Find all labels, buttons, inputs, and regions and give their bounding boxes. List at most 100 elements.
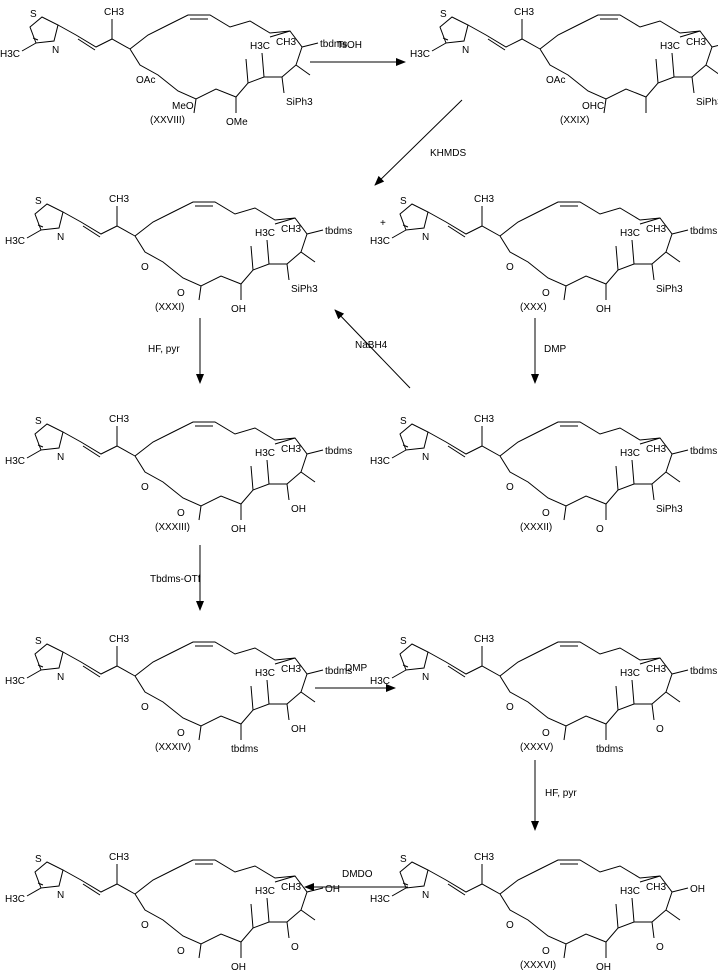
- atom-label-m2: CH3: [109, 852, 129, 863]
- atom-label-ch3a: CH3: [646, 664, 666, 675]
- atom-label-ch3a: CH3: [646, 224, 666, 235]
- atom-label-extra2: OH: [231, 524, 246, 535]
- atom-label-m2: CH3: [474, 852, 494, 863]
- atom-label-n: N: [57, 232, 64, 243]
- atom-label-s: S: [400, 636, 407, 647]
- atom-label-o1: OAc: [546, 75, 565, 86]
- atom-label-n: N: [57, 890, 64, 901]
- compound-label: (XXXV): [520, 742, 553, 753]
- compound-label: (XXIX): [560, 115, 589, 126]
- atom-label-m2: CH3: [474, 414, 494, 425]
- atom-label-n: N: [462, 45, 469, 56]
- reagent-nabh4: NaBH4: [355, 340, 388, 351]
- atom-label-o1: O: [141, 262, 149, 273]
- atom-label-s: S: [400, 416, 407, 427]
- reagent-khmds: KHMDS: [430, 148, 466, 159]
- molecule-skeleton: [26, 859, 324, 959]
- atom-label-ch3a: CH3: [281, 882, 301, 893]
- atom-label-o3: O: [656, 724, 664, 735]
- molecule-skeleton: [431, 14, 718, 114]
- atom-label-m2: CH3: [109, 634, 129, 645]
- atom-label-n: N: [422, 672, 429, 683]
- atom-label-s: S: [35, 636, 42, 647]
- reagent-tsoh: TsOH: [337, 40, 362, 51]
- atom-label-extra2: O: [596, 524, 604, 535]
- atom-label-h3c: H3C: [255, 886, 275, 897]
- atom-label-m2: CH3: [514, 7, 534, 18]
- molecule-skeleton: [26, 641, 324, 741]
- molecule-skeleton: [26, 421, 324, 521]
- atom-label-h3c: H3C: [255, 668, 275, 679]
- atom-label-ch3a: CH3: [276, 37, 296, 48]
- atom-label-m2: CH3: [109, 414, 129, 425]
- atom-label-o2: tbdms: [690, 226, 717, 237]
- molecule-skeleton: [391, 641, 689, 741]
- molecule-skeleton: [21, 14, 319, 114]
- atom-label-o2: tbdms: [325, 446, 352, 457]
- atom-label-extra2: OH: [596, 962, 611, 973]
- atom-label-o2: tbdms: [325, 226, 352, 237]
- atom-label-extra1: O: [542, 288, 550, 299]
- compound-label: (XXVIII): [150, 115, 185, 126]
- atom-label-s: S: [35, 854, 42, 865]
- molecule-skeleton: [391, 421, 689, 521]
- atom-label-h3c: H3C: [620, 668, 640, 679]
- atom-label-ch3a: CH3: [281, 444, 301, 455]
- atom-label-o2: tbdms: [325, 666, 352, 677]
- atom-label-extra1: O: [542, 946, 550, 957]
- atom-label-extra1: O: [177, 288, 185, 299]
- atom-label-o2: tbdms: [320, 39, 347, 50]
- atom-label-o1: O: [141, 702, 149, 713]
- atom-label-ch3a: CH3: [646, 882, 666, 893]
- atom-label-o1: O: [506, 920, 514, 931]
- atom-label-extra1: O: [542, 508, 550, 519]
- atom-label-s: S: [30, 9, 37, 20]
- atom-label-o2: OH: [690, 884, 705, 895]
- atom-label-s: S: [400, 196, 407, 207]
- atom-label-o3: O: [656, 942, 664, 953]
- molecule-skeleton: [391, 201, 689, 301]
- atom-label-extra1: O: [177, 946, 185, 957]
- atom-label-o3: SiPh3: [291, 284, 318, 295]
- atom-label-h3c: H3C: [620, 886, 640, 897]
- atom-label-m2: CH3: [474, 634, 494, 645]
- atom-label-extra2: OH: [596, 304, 611, 315]
- reagent-dmp-1: DMP: [544, 344, 567, 355]
- atom-label-ch3a: CH3: [646, 444, 666, 455]
- reagent-tbdms-otf: Tbdms-OTf: [150, 574, 201, 585]
- molecule-skeleton: [26, 201, 324, 301]
- atom-label-h3c: H3C: [620, 448, 640, 459]
- reagent-dmp-2: DMP: [345, 663, 368, 674]
- atom-label-o3: SiPh3: [696, 97, 718, 108]
- atom-label-me: H3C: [5, 676, 25, 687]
- reagent-hf-pyr-1: HF, pyr: [148, 344, 180, 355]
- plus-sign: +: [380, 218, 386, 229]
- molecule-skeleton: [391, 859, 689, 959]
- atom-label-o1: O: [141, 482, 149, 493]
- atom-label-o1: O: [506, 262, 514, 273]
- atom-label-o3: SiPh3: [656, 504, 683, 515]
- atom-label-o3: OH: [291, 724, 306, 735]
- compound-label: (XXXVI): [520, 960, 556, 971]
- atom-label-n: N: [422, 232, 429, 243]
- atom-label-n: N: [52, 45, 59, 56]
- atom-label-me: H3C: [0, 49, 20, 60]
- compound-label: (XXXIV): [155, 742, 191, 753]
- atom-label-m2: CH3: [109, 194, 129, 205]
- atom-label-n: N: [57, 672, 64, 683]
- atom-label-o2: OH: [325, 884, 340, 895]
- atom-label-extra1: MeO: [172, 101, 194, 112]
- atom-label-o2: tbdms: [690, 666, 717, 677]
- atom-label-s: S: [35, 196, 42, 207]
- compound-label: (XXXII): [520, 522, 552, 533]
- atom-label-o2: tbdms: [690, 446, 717, 457]
- atom-label-o3: SiPh3: [656, 284, 683, 295]
- atom-label-ch3a: CH3: [686, 37, 706, 48]
- atom-label-s: S: [400, 854, 407, 865]
- atom-label-me: H3C: [370, 456, 390, 467]
